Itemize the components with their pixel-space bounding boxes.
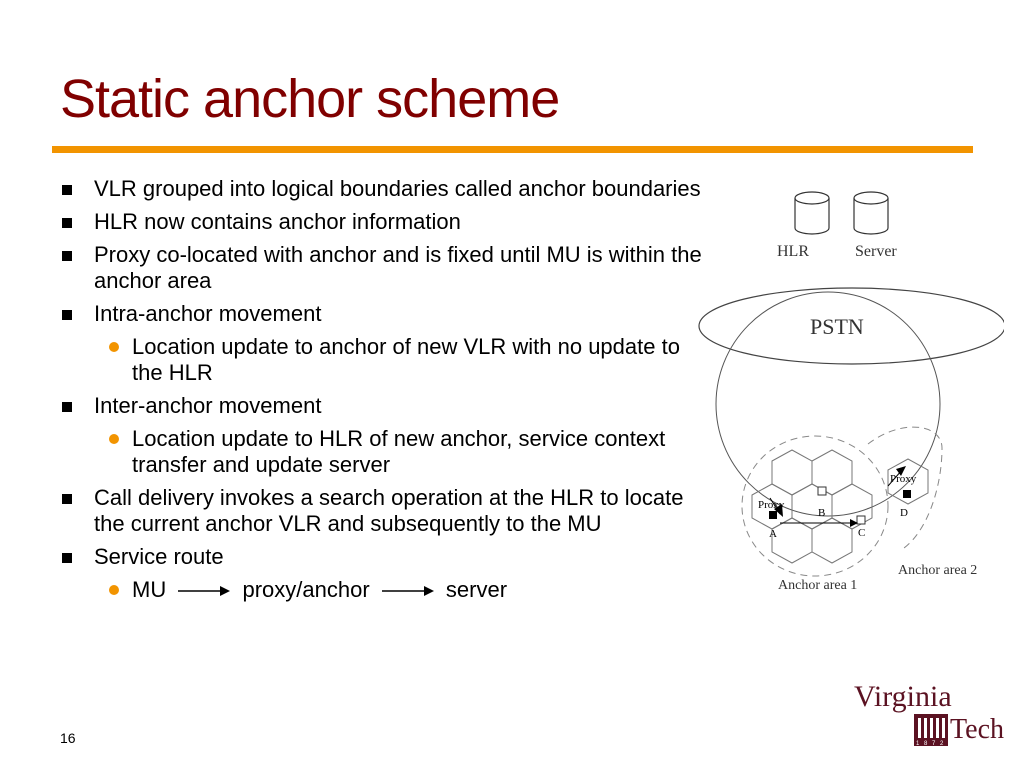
movement-arrow-icon (769, 497, 783, 517)
university-seal-icon: 1 8 7 2 (914, 714, 948, 747)
cell-b-label: B (818, 507, 825, 519)
arrow-right-icon (178, 586, 231, 597)
pstn-ellipse (698, 287, 1004, 365)
hex-cell (771, 449, 813, 496)
virginia-tech-logo: Virginia 1 8 7 2 Tech (854, 680, 1004, 747)
logo-line-1: Virginia (854, 680, 952, 713)
hex-cell (887, 458, 929, 505)
service-route-item: MU proxy/anchor server (62, 577, 707, 603)
cell-a-proxy-marker (769, 511, 777, 519)
movement-arrow-icon (887, 466, 906, 487)
anchor-area-1-label: Anchor area 1 (778, 578, 857, 593)
server-label: Server (855, 243, 897, 260)
sub-bullet-item: Location update to HLR of new anchor, se… (62, 426, 707, 478)
anchor-scheme-diagram: HLR Server PSTN Proxy Proxy A B C D An (698, 191, 1004, 593)
network-circle (715, 291, 941, 517)
logo-year-digit: 1 (916, 741, 920, 747)
bullet-item: Call delivery invokes a search operation… (62, 485, 707, 537)
bullet-item: Service route (62, 544, 707, 570)
bullet-item: HLR now contains anchor information (62, 209, 707, 235)
sub-bullet-item: Location update to anchor of new VLR wit… (62, 334, 707, 386)
hlr-label: HLR (777, 243, 809, 260)
bullet-item: Proxy co-located with anchor and is fixe… (62, 242, 707, 294)
cell-c-label: C (858, 527, 865, 539)
database-icon (794, 191, 830, 235)
arrow-right-icon (381, 586, 434, 597)
route-server: server (445, 577, 508, 602)
anchor-area-1-boundary (741, 435, 889, 577)
bullet-list: VLR grouped into logical boundaries call… (62, 176, 707, 610)
slide-number: 16 (60, 730, 76, 746)
title-rule (52, 146, 973, 153)
cell-d-label: D (900, 507, 908, 519)
movement-arrow-icon (780, 519, 858, 527)
route-proxy-anchor: proxy/anchor (242, 577, 370, 602)
cell-d-proxy-marker (903, 490, 911, 498)
cell-a-label: A (769, 528, 777, 540)
route-mu: MU (132, 577, 167, 602)
hex-cell (771, 517, 813, 564)
cell-grid (751, 449, 929, 564)
anchor-area-2-boundary (867, 426, 943, 549)
logo-year-digit: 8 (924, 741, 928, 747)
bullet-item: Inter-anchor movement (62, 393, 707, 419)
pstn-label: PSTN (810, 314, 864, 339)
anchor-area-2-label: Anchor area 2 (898, 563, 977, 578)
database-icon (853, 191, 889, 235)
logo-year-digit: 7 (932, 741, 936, 747)
logo-line-2: Tech (950, 714, 1004, 745)
logo-year-digit: 2 (940, 741, 944, 747)
bullet-item: Intra-anchor movement (62, 301, 707, 327)
slide-title: Static anchor scheme (60, 69, 560, 129)
cell-c-marker (856, 515, 866, 525)
cell-b-marker (817, 486, 827, 496)
hex-cell (811, 517, 853, 564)
bullet-item: VLR grouped into logical boundaries call… (62, 176, 707, 202)
